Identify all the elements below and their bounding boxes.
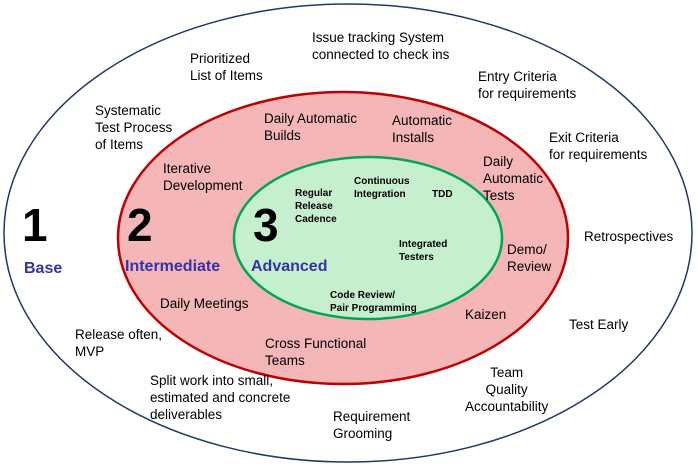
advanced-level-number: 3 — [253, 199, 279, 251]
base-item-requirement-grooming: Requirement Grooming — [333, 409, 411, 441]
base-item-team-quality: Team Quality Accountability — [465, 365, 549, 414]
intermediate-item-daily-builds: Daily Automatic Builds — [264, 111, 358, 143]
intermediate-item-daily-meetings: Daily Meetings — [160, 296, 249, 311]
base-item-issue-tracking: Issue tracking System connected to check… — [312, 30, 450, 62]
intermediate-item-daily-tests: Daily Automatic Tests — [483, 154, 544, 203]
advanced-item-continuous-integration: Continuous Integration — [354, 176, 410, 200]
intermediate-item-kaizen: Kaizen — [465, 307, 507, 322]
base-item-prioritized-list: Prioritized List of Items — [190, 51, 263, 83]
intermediate-level-number: 2 — [127, 199, 153, 251]
base-item-entry-criteria: Entry Criteria for requirements — [478, 69, 577, 101]
advanced-item-release-cadence: Regular Release Cadence — [295, 188, 337, 225]
base-item-split-work: Split work into small, estimated and con… — [150, 373, 291, 422]
advanced-item-tdd: TDD — [432, 189, 453, 200]
intermediate-item-iterative-development: Iterative Development — [163, 161, 243, 193]
base-item-exit-criteria: Exit Criteria for requirements — [549, 130, 648, 162]
base-level-number: 1 — [22, 199, 48, 251]
intermediate-level-name: Intermediate — [125, 258, 221, 275]
base-item-test-early: Test Early — [569, 317, 629, 332]
advanced-level-name: Advanced — [251, 258, 328, 275]
advanced-ring — [232, 155, 504, 321]
base-level-name: Base — [24, 260, 63, 277]
base-item-retrospectives: Retrospectives — [584, 229, 674, 244]
advanced-item-code-review: Code Review/ Pair Programming — [330, 290, 417, 314]
intermediate-item-cross-functional: Cross Functional Teams — [265, 336, 367, 368]
intermediate-item-demo-review: Demo/ Review — [507, 242, 552, 274]
advanced-item-integrated-testers: Integrated Testers — [399, 239, 448, 263]
base-item-systematic-test: Systematic Test Process of Items — [95, 103, 173, 152]
intermediate-item-automatic-installs: Automatic Installs — [392, 113, 453, 145]
base-item-release-often: Release often, MVP — [75, 327, 163, 359]
